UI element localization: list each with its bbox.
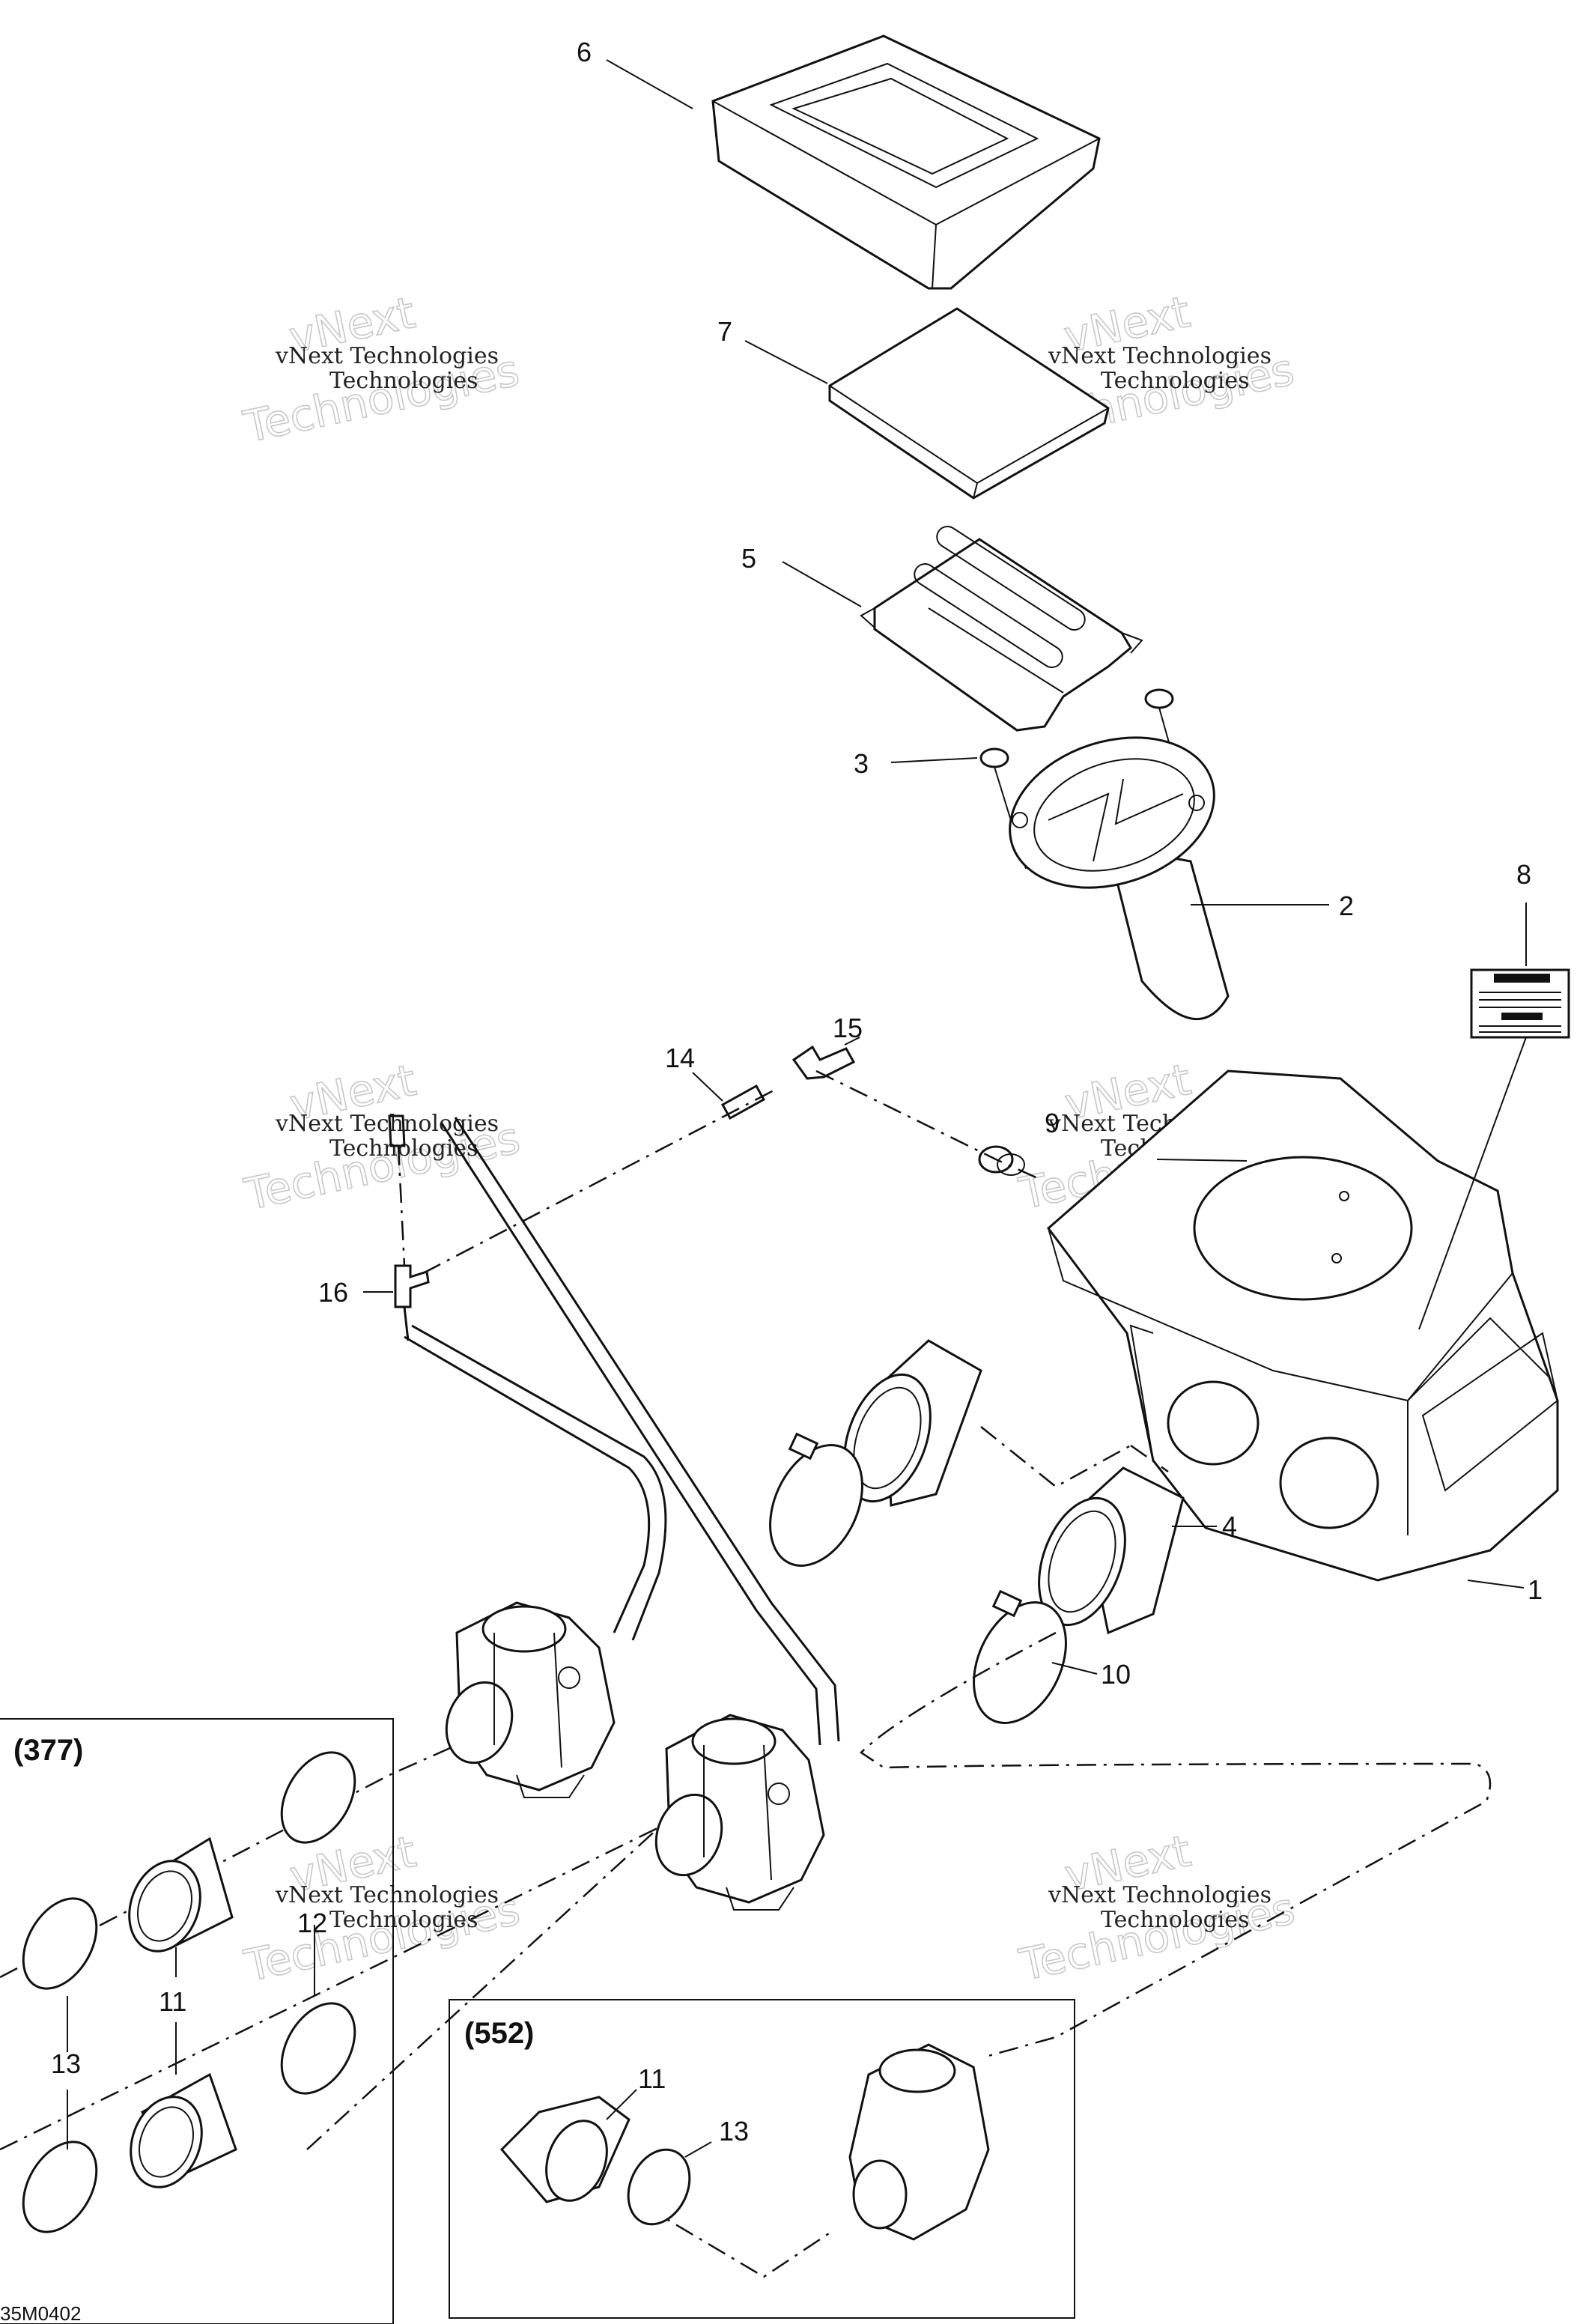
callout-12: 12 [297, 1908, 327, 1938]
svg-text:Technologies: Technologies [1101, 1907, 1250, 1933]
watermark-low-left: vNext Technologies vNext Technologies Te… [240, 1825, 525, 1992]
assembly-lines [0, 1070, 1492, 2278]
box-552-label: (552) [464, 2017, 534, 2050]
watermark-low-right: vNext Technologies vNext Technologies Te… [1015, 1824, 1300, 1991]
part-10-clamps [769, 1432, 1067, 1724]
callout-5: 5 [741, 543, 756, 574]
callout-2: 2 [1339, 891, 1354, 921]
part-2-intake-funnel [1009, 736, 1230, 1021]
svg-text:vNext Technologies: vNext Technologies [275, 343, 499, 369]
part-8-warning-label [1470, 968, 1570, 1039]
callout-8: 8 [1516, 859, 1531, 890]
callout-16: 16 [318, 1277, 348, 1308]
callout-numbers: 6 7 5 3 2 8 15 14 9 16 4 10 1 12 11 13 1… [51, 37, 1543, 2146]
svg-text:Technologies: Technologies [329, 368, 478, 394]
carburetor-right [654, 1714, 825, 1911]
callout-4: 4 [1222, 1511, 1237, 1541]
callout-14: 14 [665, 1043, 695, 1073]
part-1-airbox [1046, 1070, 1559, 1582]
leader-lines [67, 59, 1527, 2158]
part-16-tee [394, 1264, 430, 1308]
box-377: (377) [0, 1718, 394, 2324]
callout-9: 9 [1045, 1108, 1060, 1138]
box-552: (552) [449, 1999, 1075, 2319]
box-377-label: (377) [13, 1734, 83, 1767]
part-4-adapters [843, 1339, 1185, 1635]
callout-11-box377: 11 [159, 1986, 186, 2017]
callout-13-box552: 13 [719, 2116, 749, 2146]
callout-7: 7 [717, 316, 732, 347]
carburetor-left [445, 1601, 616, 1798]
callout-13-box377: 13 [51, 2048, 81, 2079]
callout-1: 1 [1528, 1574, 1543, 1605]
callout-3: 3 [854, 748, 869, 779]
part-5-grille-plate [860, 525, 1143, 732]
svg-text:vNext Technologies: vNext Technologies [1048, 343, 1271, 369]
part-15-elbow [791, 1045, 856, 1080]
watermark-mid-left: vNext Technologies vNext Technologies Te… [240, 1054, 525, 1221]
callout-6: 6 [577, 37, 592, 67]
part-6-foam-frame [711, 34, 1101, 290]
hoses [388, 1114, 840, 1746]
watermark-top-left: vNext Technologies vNext Technologies Te… [239, 286, 524, 453]
svg-text:Technologies: Technologies [329, 1907, 478, 1933]
svg-text:Technologies: Technologies [1101, 368, 1250, 394]
svg-text:vNext Technologies: vNext Technologies [275, 1111, 499, 1137]
callout-10: 10 [1101, 1659, 1131, 1690]
callout-11-box552: 11 [638, 2063, 666, 2094]
svg-text:vNext Technologies: vNext Technologies [275, 1882, 499, 1908]
callout-15: 15 [833, 1013, 863, 1043]
part-7-filter-pad [828, 307, 1110, 500]
drawing-code: 35M0402 [0, 2302, 81, 2324]
svg-text:vNext Technologies: vNext Technologies [1048, 1882, 1271, 1908]
